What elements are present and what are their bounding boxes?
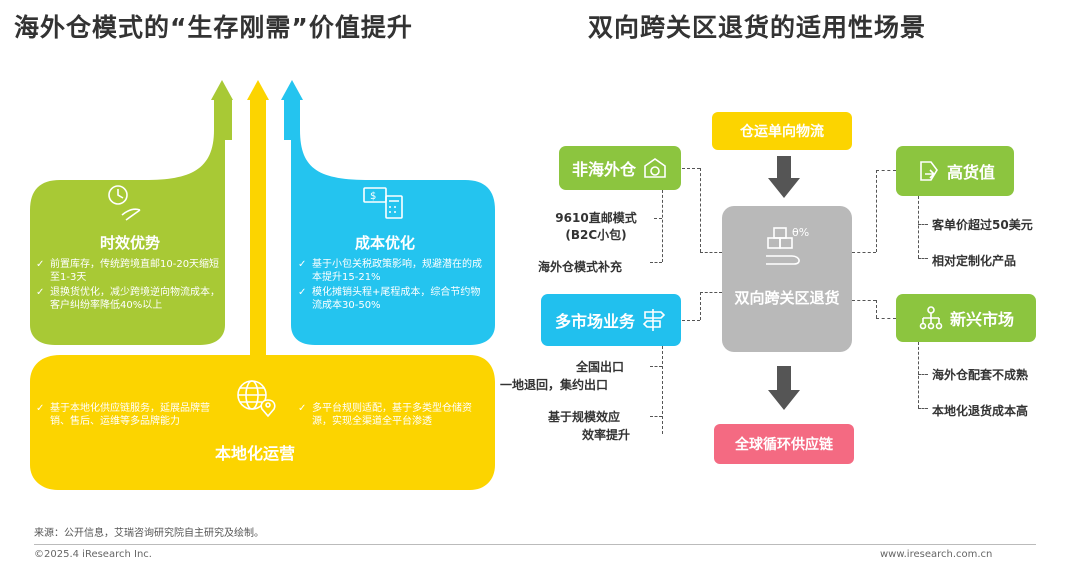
yellow-arrowhead	[247, 80, 269, 100]
green-arrowhead	[211, 80, 233, 100]
connector-line	[662, 190, 663, 262]
connector-line	[876, 170, 877, 252]
localization-title: 本地化运营	[214, 444, 295, 463]
time-advantage-list: 前置库存，传统跨境直邮10-20天缩短至1-3天 退换货优化，减少跨境逆向物流成…	[36, 258, 222, 314]
connector-line	[918, 342, 919, 408]
two-way-return-label: 双向跨关区退货	[734, 289, 840, 307]
connector-line	[876, 318, 896, 319]
multi-market-note-3: 基于规模效应	[548, 410, 621, 424]
connector-line	[654, 218, 662, 219]
connector-line	[650, 366, 662, 367]
connector-line	[662, 346, 663, 434]
multi-market-note-2: 一地退回，集约出口	[500, 378, 609, 392]
connector-line	[918, 224, 928, 225]
emerging-markets-note-2: 本地化退货成本高	[932, 404, 1029, 418]
multi-market-label: 多市场业务	[554, 312, 635, 331]
signpost-icon	[642, 309, 666, 331]
multi-market-pill: 多市场业务	[541, 294, 681, 346]
cost-optimization-title: 成本优化	[354, 234, 415, 252]
emerging-markets-pill: 新兴市场	[896, 294, 1036, 342]
right-title: 双向跨关区退货的适用性场景	[588, 13, 927, 42]
emerging-markets-note-1: 海外仓配套不成熟	[932, 368, 1029, 382]
non-overseas-pill: 非海外仓	[559, 146, 681, 190]
localization-left-list: 基于本地化供应链服务，延展品牌营销、售后、运维等多品牌能力	[36, 402, 216, 430]
down-arrow-icon	[768, 366, 800, 410]
connector-line	[700, 292, 701, 320]
high-value-pill: 高货值	[896, 146, 1014, 196]
non-overseas-label: 非海外仓	[571, 160, 636, 179]
connector-line	[682, 168, 700, 169]
down-arrow-icon	[768, 156, 800, 198]
connector-line	[852, 252, 876, 253]
non-overseas-note-1: 9610直邮模式 (B2C小包)	[555, 211, 637, 242]
connector-line	[918, 258, 928, 259]
footer-divider	[34, 544, 1036, 545]
connector-line	[876, 300, 877, 318]
svg-text:$: $	[370, 191, 376, 202]
localization-item: 多平台规则适配，基于多类型仓储资源，实现全渠道全平台渗透	[298, 402, 478, 428]
network-tree-icon	[919, 306, 943, 330]
connector-line	[682, 320, 700, 321]
svg-text:θ%: θ%	[792, 226, 809, 239]
connector-line	[918, 374, 928, 375]
cost-optimization-list: 基于小包关税政策影响，规避潜在的成本提升15-21% 模化摊销头程+尾程成本，综…	[298, 258, 482, 314]
cost-optimization-item: 模化摊销头程+尾程成本，综合节约物流成本30-50%	[298, 286, 482, 312]
connector-line	[650, 416, 662, 417]
high-value-note-2: 相对定制化产品	[932, 254, 1017, 268]
return-package-icon: θ%	[766, 226, 809, 265]
website-link[interactable]: www.iresearch.com.cn	[880, 549, 993, 560]
emerging-markets-label: 新兴市场	[949, 310, 1014, 329]
connector-line	[852, 300, 876, 301]
calculator-money-icon: $	[363, 187, 403, 219]
time-advantage-item: 退换货优化，减少跨境逆向物流成本，客户纠纷率降低40%以上	[36, 286, 222, 312]
left-title: 海外仓模式的“生存刚需”价值提升	[14, 13, 413, 42]
yellow-stream	[30, 100, 495, 490]
two-way-return-box: θ% 双向跨关区退货	[722, 206, 852, 352]
cost-optimization-item: 基于小包关税政策影响，规避潜在的成本提升15-21%	[298, 258, 482, 284]
localization-right-list: 多平台规则适配，基于多类型仓储资源，实现全渠道全平台渗透	[298, 402, 478, 430]
multi-market-note-1: 全国出口	[576, 360, 625, 374]
connector-line	[700, 252, 722, 253]
connector-line	[700, 292, 722, 293]
high-value-note-1: 客单价超过50美元	[932, 218, 1033, 232]
multi-market-note-4: 效率提升	[582, 428, 631, 442]
clock-icon	[108, 185, 141, 221]
source-note: 来源：公开信息，艾瑞咨询研究院自主研究及绘制。	[34, 528, 264, 539]
one-way-logistics-pill: 仓运单向物流	[712, 112, 852, 150]
global-supply-chain-label: 全球循环供应链	[735, 437, 833, 453]
globe-location-icon	[237, 380, 276, 418]
global-supply-chain-pill: 全球循环供应链	[714, 424, 854, 464]
time-advantage-title: 时效优势	[99, 234, 160, 252]
connector-line	[650, 262, 662, 263]
warehouse-icon	[644, 158, 666, 178]
blue-arrowhead	[281, 80, 303, 100]
localization-item: 基于本地化供应链服务，延展品牌营销、售后、运维等多品牌能力	[36, 402, 216, 428]
connector-line	[918, 408, 928, 409]
one-way-logistics-label: 仓运单向物流	[740, 124, 824, 140]
connector-line	[918, 196, 919, 258]
non-overseas-note-2: 海外仓模式补充	[538, 260, 623, 274]
connector-line	[700, 168, 701, 252]
high-value-label: 高货值	[946, 163, 995, 182]
price-tag-icon	[920, 161, 938, 181]
connector-line	[876, 170, 896, 171]
copyright: ©2025.4 iResearch Inc.	[34, 549, 152, 560]
time-advantage-item: 前置库存，传统跨境直邮10-20天缩短至1-3天	[36, 258, 222, 284]
